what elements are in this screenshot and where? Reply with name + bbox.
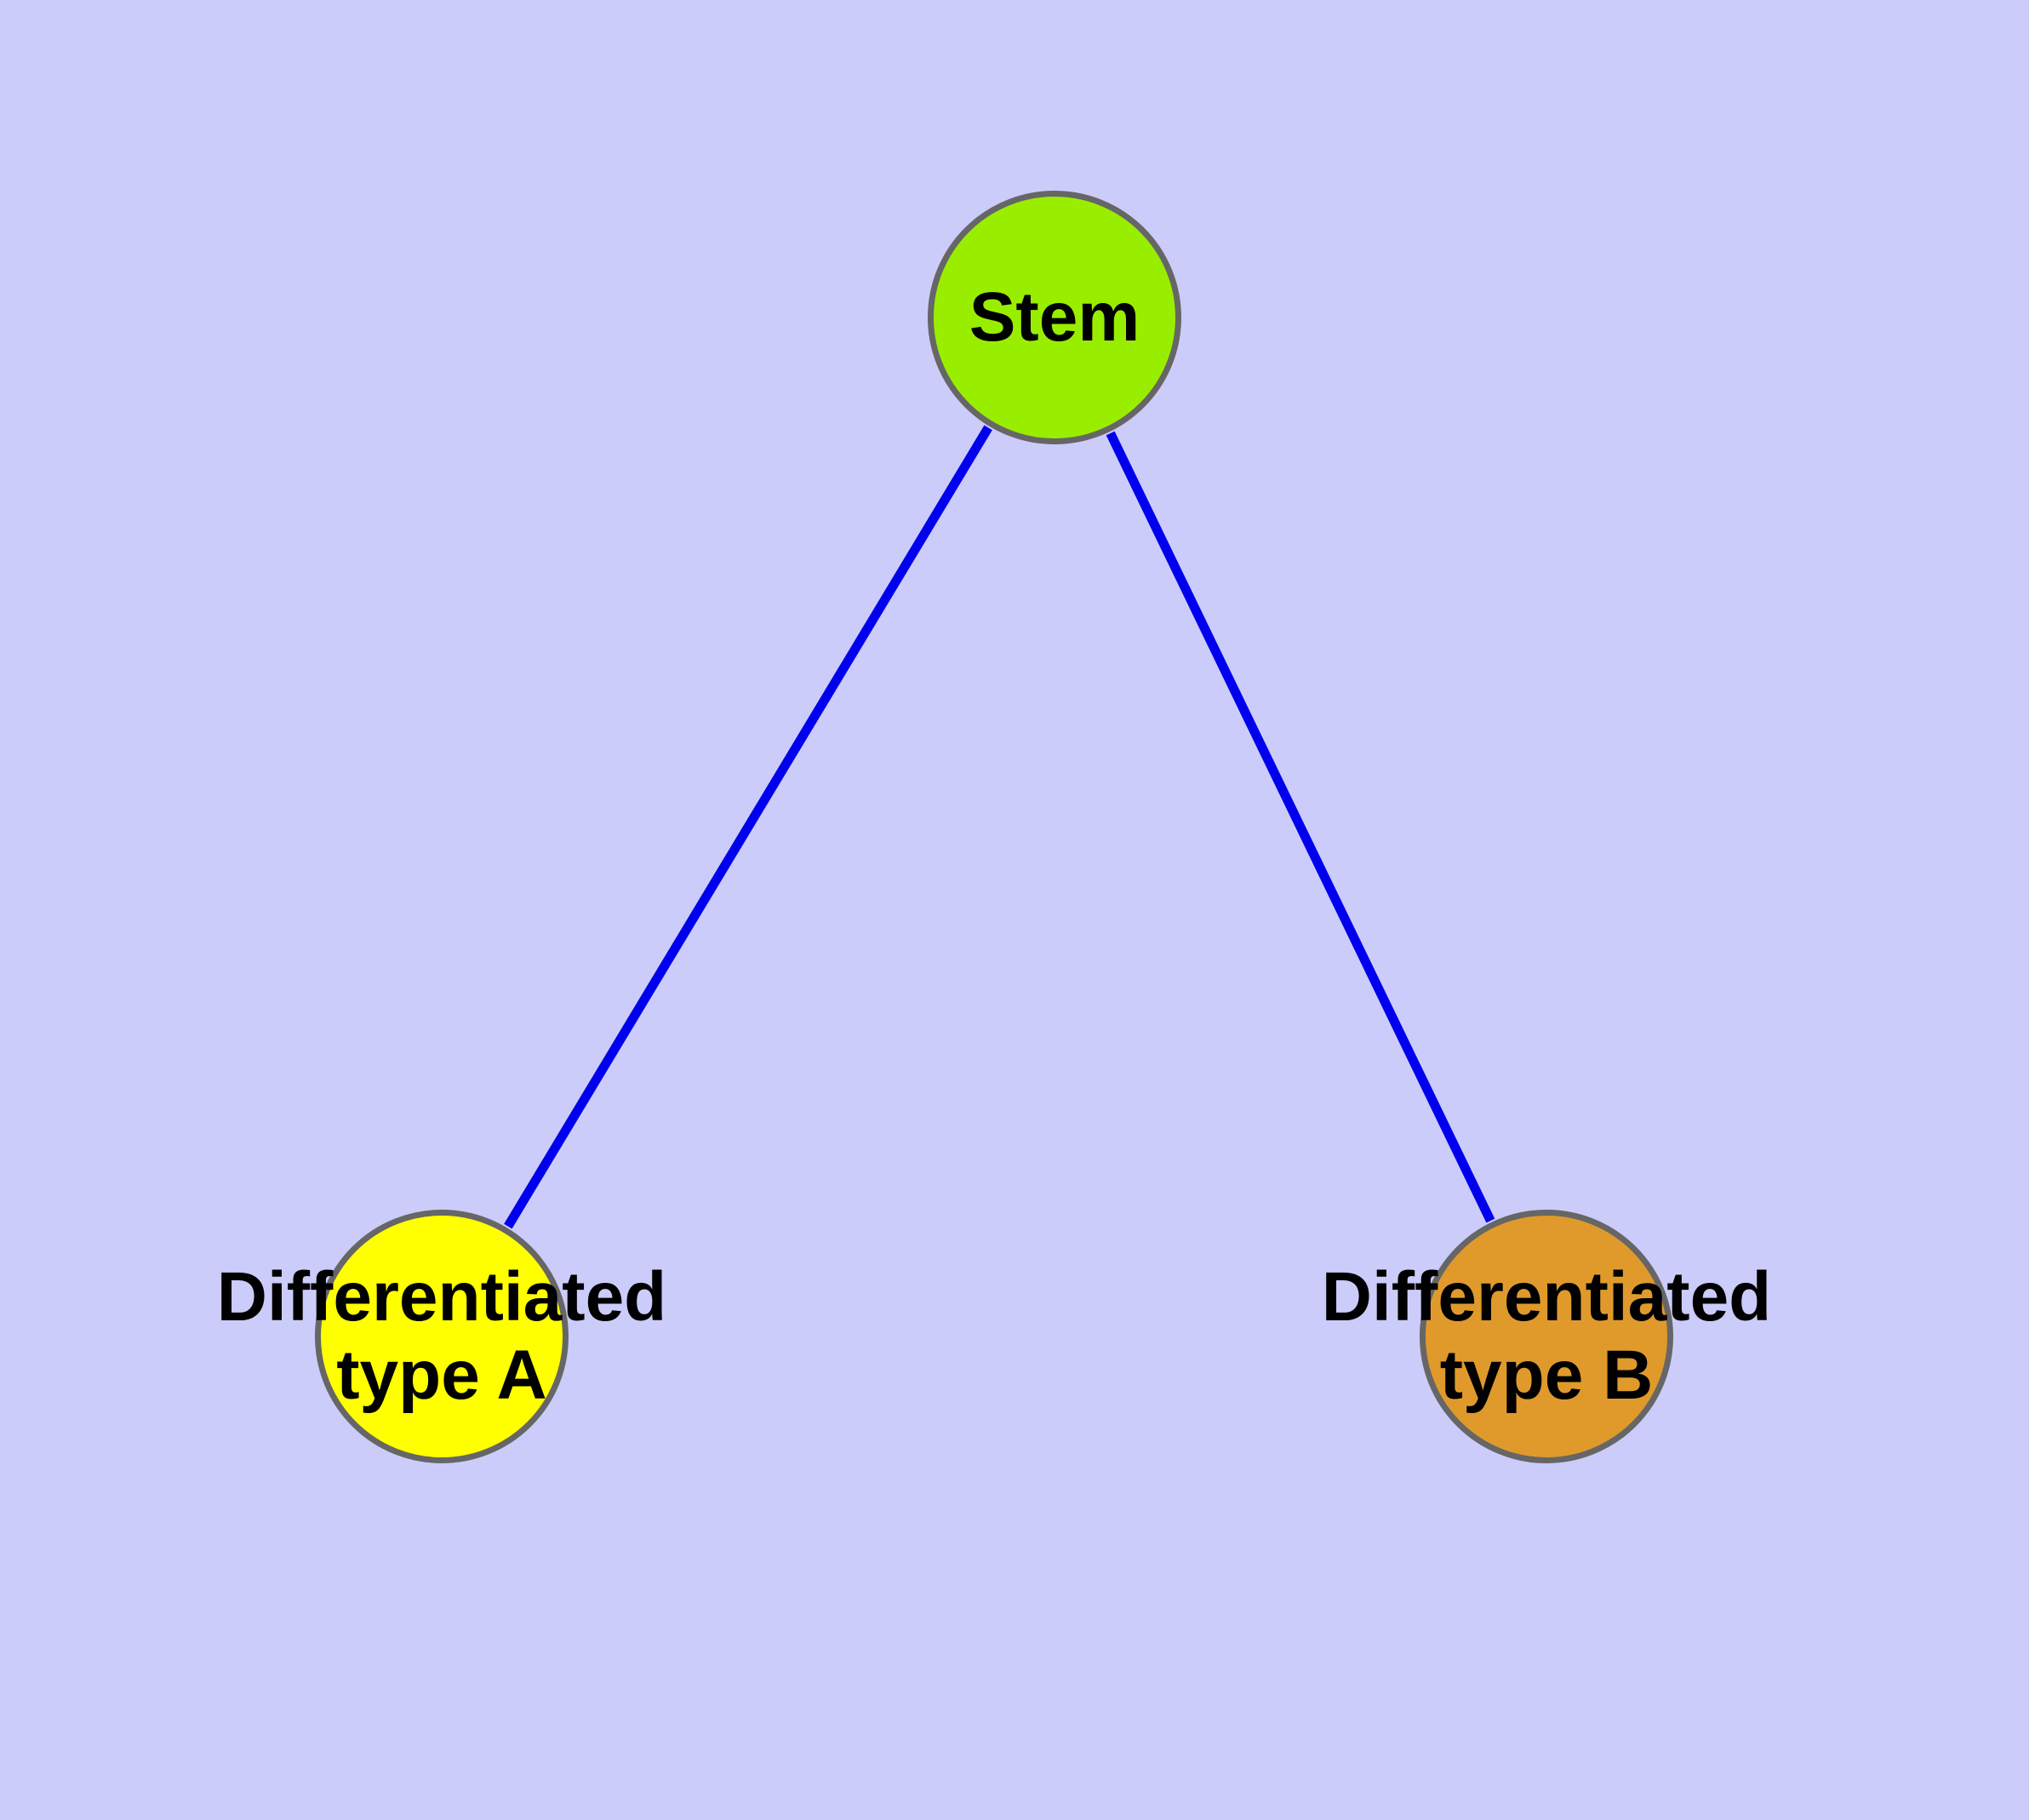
graph-edge[interactable] [504, 425, 992, 1229]
graph-node-diff_a[interactable] [315, 1210, 569, 1463]
graph-edge[interactable] [1106, 431, 1495, 1223]
graph-node-diff_b[interactable] [1420, 1210, 1673, 1463]
node-layer [315, 191, 1673, 1463]
edge-layer [504, 425, 1495, 1229]
graph-node-stem[interactable] [928, 191, 1181, 444]
